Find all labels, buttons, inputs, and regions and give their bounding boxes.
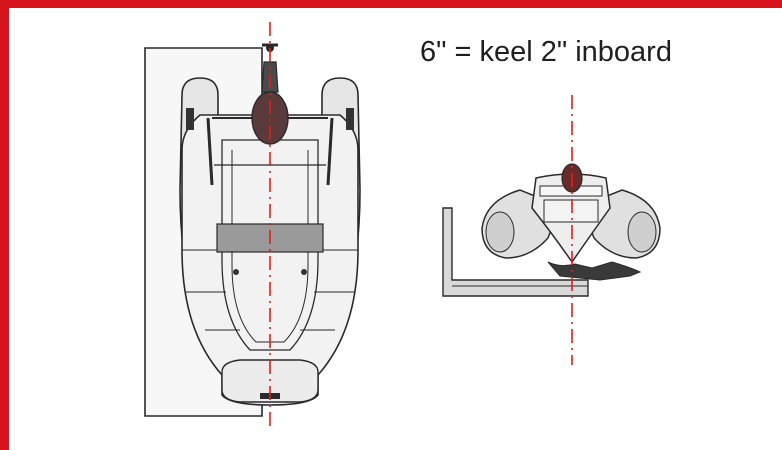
top-view-floor [221, 139, 319, 351]
front-view-keel [547, 261, 642, 281]
front-view-platform [442, 207, 589, 297]
front-view-boat [442, 163, 661, 297]
caption-text: 6" = keel 2" inboard [420, 36, 672, 68]
top-view-boat [144, 43, 361, 417]
